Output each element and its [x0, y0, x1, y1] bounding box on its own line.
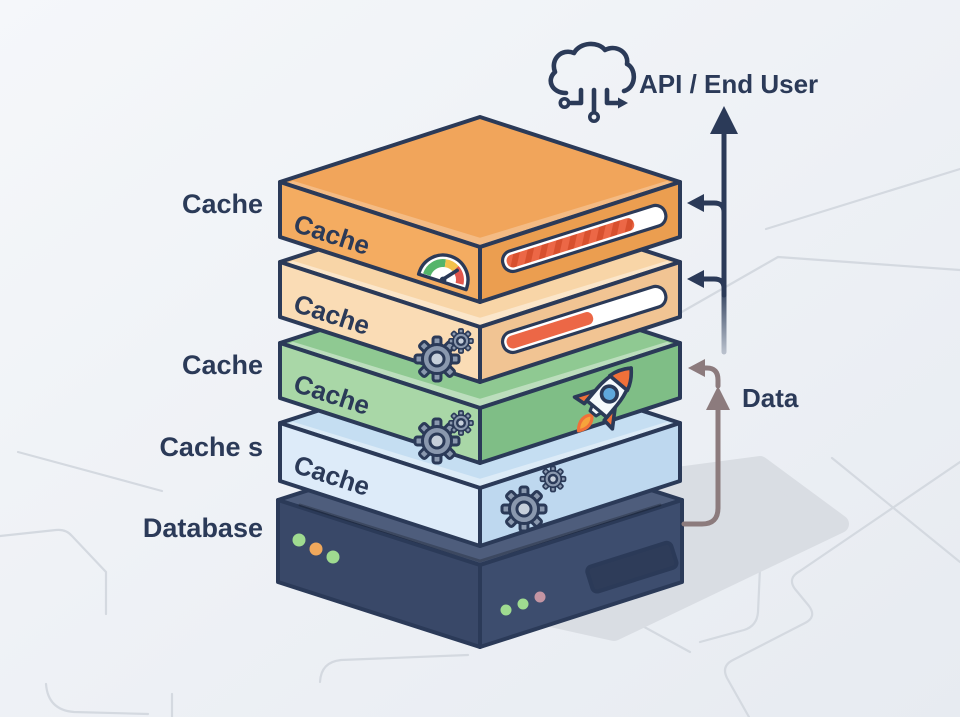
branch-to-cache-3 [702, 365, 721, 389]
header: API / End User [548, 41, 818, 124]
cloud-api-icon [548, 41, 637, 124]
layer-cache-1: Cache [278, 115, 682, 304]
led-orange-icon [309, 542, 323, 556]
status-led-icons [292, 533, 546, 616]
gears-icon [413, 409, 475, 465]
vent-panel-rect [585, 540, 679, 594]
left-arrowhead-icon [687, 194, 704, 212]
cache-1-bevel [289, 181, 671, 246]
database-lid-seam [298, 503, 662, 563]
left-arrowhead-icon [688, 359, 705, 377]
branch-to-cache-2 [701, 276, 727, 298]
side-label-database: Database [143, 513, 263, 543]
led-green-icon [500, 604, 512, 616]
gears-icon [413, 327, 475, 383]
cache-2-bevel [289, 261, 671, 326]
up-arrowhead-icon [706, 386, 730, 410]
side-labels: Cache Cache Cache s Database [143, 189, 263, 543]
led-green-icon [517, 598, 529, 610]
circuit-traces [0, 167, 960, 717]
led-pink-icon [534, 591, 546, 603]
side-label-cache-1: Cache [182, 189, 263, 219]
gauge-icon [416, 253, 470, 292]
gears-icon [500, 465, 567, 533]
data-label: Data [742, 383, 799, 413]
rocket-icon [572, 366, 634, 433]
left-arrowhead-icon [687, 270, 704, 288]
led-green-icon [326, 550, 340, 564]
node-dot [558, 97, 571, 110]
led-green-icon [292, 533, 306, 547]
database-right-face [478, 498, 684, 649]
up-arrowhead-icon [710, 106, 738, 134]
data-arrow-line [681, 407, 721, 527]
header-label: API / End User [639, 69, 818, 99]
cache-3-bevel [289, 342, 671, 407]
slot-fill-bar-striped [506, 218, 635, 268]
cache-2-progress-slot [500, 284, 668, 355]
data-flow-arrow: Data [681, 359, 799, 527]
side-label-cache-4: Cache s [159, 432, 263, 462]
side-label-cache-3: Cache [182, 350, 263, 380]
slot-fill-bar [506, 312, 594, 349]
cache-1-progress-slot [500, 203, 668, 274]
right-arrowhead-icon [618, 97, 628, 109]
cache-4-bevel [289, 422, 671, 487]
branch-to-cache-1 [701, 200, 727, 222]
database-vent-panel [585, 540, 679, 594]
request-flow-arrow [687, 106, 738, 355]
node-dot [587, 111, 600, 124]
